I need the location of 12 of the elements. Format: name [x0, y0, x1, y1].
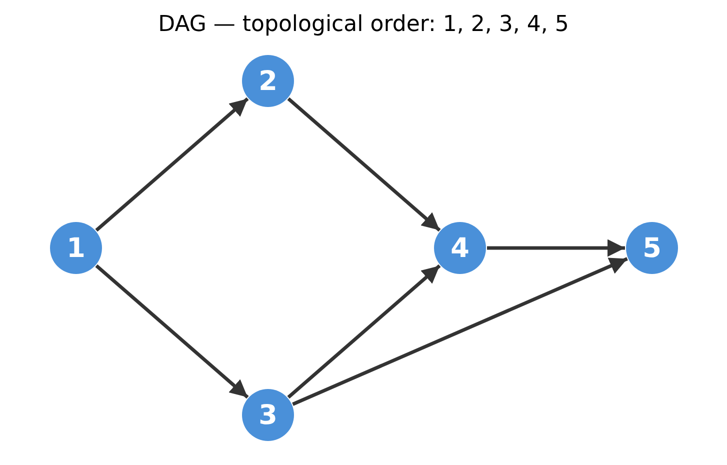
arrow [95, 97, 249, 232]
arrow [487, 239, 625, 257]
graph-node: 4 [434, 222, 486, 274]
arrow [287, 264, 441, 399]
arrow [95, 264, 249, 399]
arrow [292, 257, 628, 406]
graph-node: 5 [626, 222, 678, 274]
diagram-title: DAG — topological order: 1, 2, 3, 4, 5 [157, 12, 570, 37]
graph-node: 2 [242, 55, 294, 107]
graph-node: 1 [50, 222, 102, 274]
arrow [287, 97, 441, 232]
graph-node: 3 [242, 389, 294, 441]
